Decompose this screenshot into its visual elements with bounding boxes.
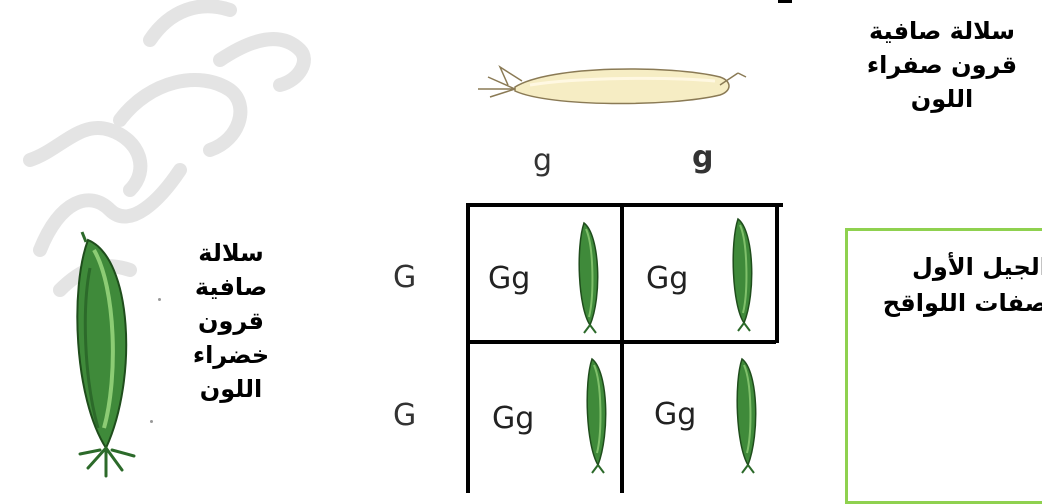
f1-info-box: الجيل الأول صفات اللواقح [845,228,1042,504]
label-line: اللون [842,82,1042,116]
label-line: قرون [172,304,290,338]
side-allele-2: G [393,398,416,433]
yellow-pea-pod-icon [470,55,750,115]
green-pea-pod-icon [728,353,764,478]
speck [158,298,161,301]
top-allele-2: g [692,140,713,175]
label-line: اللون [172,372,290,406]
cell-genotype: Gg [492,401,534,436]
cell-genotype: Gg [646,261,688,296]
f1-subtitle: صفات اللواقح [838,285,1042,321]
label-line: صافية [172,270,290,304]
punnett-square: Gg Gg Gg Gg [466,203,783,493]
top-allele-1: g [533,143,552,178]
label-line: قرون صفراء [842,48,1042,82]
side-allele-1: G [393,260,416,295]
label-line: سلالة [172,236,290,270]
green-pea-pod-icon [578,353,614,478]
green-pea-pod-icon [60,228,150,478]
green-pea-pod-icon [570,217,606,337]
label-line: خضراء [172,338,290,372]
label-line: سلالة صافية [842,14,1042,48]
dash-mark [778,0,792,3]
cell-genotype: Gg [654,397,696,432]
parent-yellow-label: سلالة صافية قرون صفراء اللون [842,14,1042,116]
green-pea-pod-icon [724,213,760,338]
f1-title: الجيل الأول [838,249,1042,285]
cell-genotype: Gg [488,261,530,296]
speck [150,420,153,423]
parent-green-label: سلالة صافية قرون خضراء اللون [172,236,290,406]
